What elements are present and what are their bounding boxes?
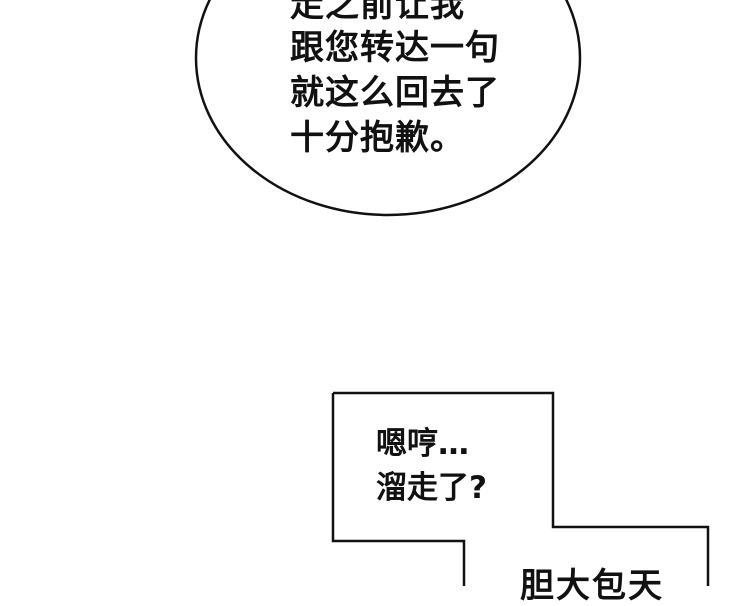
caption-line-2: 溜走了? (376, 470, 487, 506)
bubble-line-1: 走之前让我 (290, 0, 465, 25)
caption-line-1: 嗯哼… (376, 426, 469, 462)
caption-box-outline (331, 391, 710, 586)
speech-bubble-outline (194, 0, 582, 217)
panel-artwork (194, 0, 710, 586)
bubble-line-2: 跟您转达一句 (290, 28, 500, 68)
bubble-line-4: 十分抱歉。 (290, 118, 465, 158)
caption-next-text: 胆大包天 (520, 566, 664, 606)
bubble-line-3: 就这么回去了 (290, 73, 500, 113)
